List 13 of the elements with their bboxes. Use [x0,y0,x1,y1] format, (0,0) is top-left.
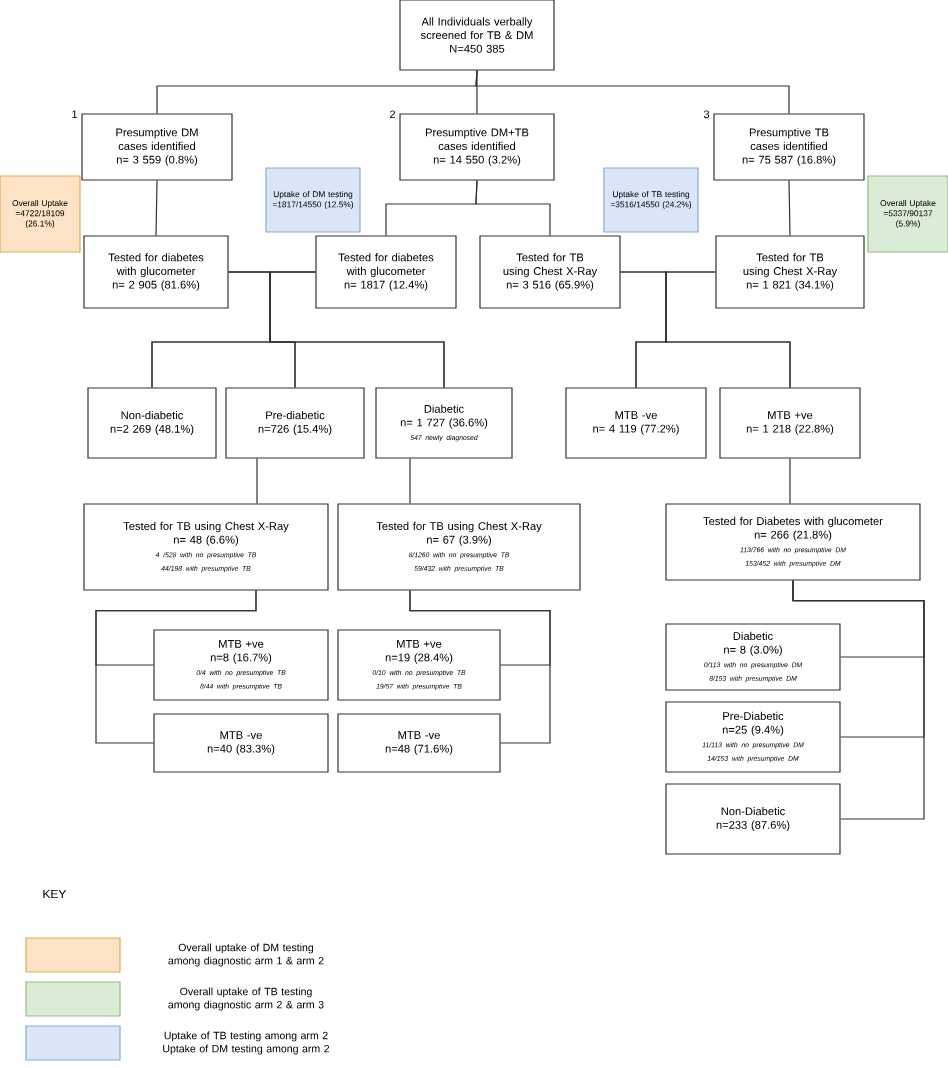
connector-line [269,271,445,388]
connector-line [409,458,411,504]
connector-line [476,70,478,114]
connector-line [792,580,925,820]
connector-line [256,458,258,504]
connector-line [788,180,791,236]
connector-line [475,180,551,236]
connector-line [475,70,790,114]
connector-line [789,458,791,504]
connector-line [409,590,551,744]
connector-line [155,180,158,236]
connector-line [665,271,791,388]
connector-line [95,590,257,744]
